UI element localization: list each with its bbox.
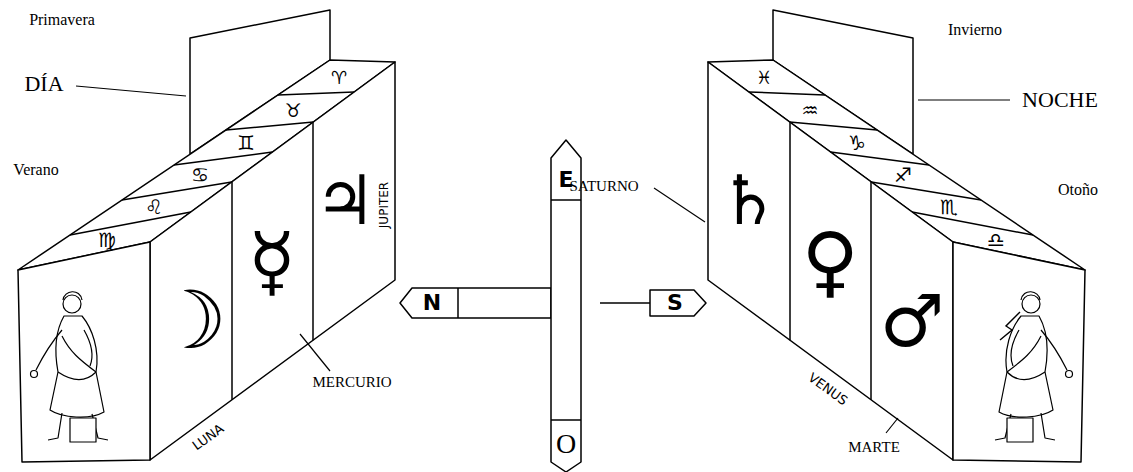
compass-bar-joint [551, 199, 581, 201]
compass-south-line [600, 302, 650, 304]
planet-label: JUPITER [378, 182, 390, 228]
day-label: DÍA [24, 73, 63, 95]
leader-line [76, 86, 186, 96]
leader-line [300, 334, 330, 371]
leader-line [654, 188, 705, 222]
leader-line [886, 418, 898, 433]
planet-glyph: ♄ [719, 167, 780, 235]
cell-divider [174, 152, 273, 165]
planet-label: LUNA [190, 422, 226, 453]
zodiac-glyph: ♏ [940, 197, 958, 217]
season-label: Verano [13, 162, 58, 178]
zodiac-glyph: ♎ [987, 230, 1005, 250]
seated-figure [31, 292, 109, 442]
zodiac-block [18, 10, 395, 462]
cell-divider [122, 182, 232, 200]
leader-line [918, 99, 1010, 100]
figure-end-face [18, 242, 150, 462]
planet-label: SATURNO [569, 179, 638, 194]
season-label: Invierno [948, 22, 1002, 38]
figure-lightning [1000, 312, 1020, 340]
planet-label: VENUS [806, 371, 850, 408]
compass-letter: N [423, 292, 441, 314]
planet-glyph: ☿ [248, 222, 296, 300]
zodiac-glyph: ♐ [894, 165, 912, 185]
figure-hand-object [31, 371, 38, 378]
compass-letter: S [667, 292, 683, 314]
cell-divider [70, 212, 191, 235]
compass-letter: O [556, 430, 576, 458]
zodiac-glyph: ♑ [848, 133, 866, 153]
zodiac-glyph: ♉ [284, 101, 301, 120]
compass-south-head [650, 290, 706, 316]
figure-robe [50, 316, 104, 417]
face-divider [231, 182, 233, 400]
zodiac-glyph: ♋ [191, 165, 209, 185]
zodiac-block-mirrored [708, 10, 1085, 462]
zodiac-glyph: ♍ [98, 230, 116, 250]
compass-bar-joint [551, 419, 581, 421]
zodiac-glyph: ♊ [237, 133, 255, 153]
cell-divider [278, 92, 354, 95]
night-label: NOCHE [1022, 89, 1098, 111]
face-divider [312, 122, 314, 340]
zodiac-glyph: ♒ [801, 101, 818, 120]
planet-side-face [150, 62, 395, 460]
planet-glyph: ♂ [880, 285, 945, 357]
compass [400, 140, 706, 472]
figure-seat [70, 418, 96, 442]
planet-label: MERCURIO [312, 375, 391, 390]
planet-glyph: ♀ [801, 222, 858, 300]
compass-north-arm [400, 288, 551, 318]
figure-arm [36, 330, 62, 370]
season-label: Otoño [1058, 182, 1098, 198]
figure-arm [84, 330, 92, 366]
compass-letter: E [558, 169, 573, 191]
cell-divider [226, 122, 313, 130]
compass-arm-joint [457, 288, 459, 318]
planet-label: MARTE [848, 440, 900, 455]
zodiac-glyph: ♈ [331, 69, 347, 87]
figure-hair [63, 292, 82, 300]
planet-glyph: ♃ [315, 167, 376, 235]
zodiac-glyph: ♌ [145, 197, 163, 217]
leader-lines [76, 86, 1010, 433]
planet-glyph: ☽ [155, 281, 227, 361]
zodiac-glyph: ♓ [756, 69, 772, 87]
season-label: Primavera [29, 12, 95, 28]
figure-head [63, 295, 81, 313]
